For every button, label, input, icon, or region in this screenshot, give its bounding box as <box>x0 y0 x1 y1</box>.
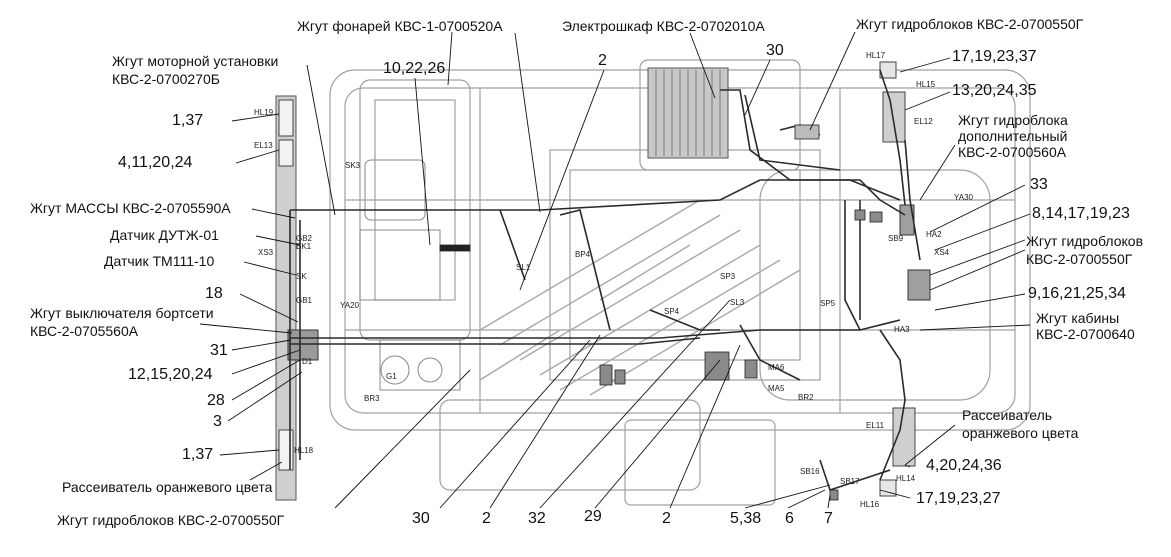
tag-sl1: SL1 <box>516 263 531 272</box>
tag-hl15: HL15 <box>916 80 936 89</box>
lamp-rail-left <box>275 95 319 501</box>
label-31: 31 <box>210 342 228 359</box>
tag-sb16: SB16 <box>800 467 820 476</box>
label-33: 33 <box>1030 176 1048 193</box>
tag-ha3: HA3 <box>894 325 910 334</box>
label-32: 32 <box>528 510 546 527</box>
label-zhgut-motornoy: Жгут моторной установки КВС-2-0700270Б <box>112 53 279 87</box>
tag-xs4: XS4 <box>934 248 950 257</box>
harness-wires <box>289 69 921 492</box>
tag-el11: EL11 <box>866 421 885 430</box>
label-29: 29 <box>584 508 602 525</box>
label-2-bottom-a: 2 <box>482 510 491 527</box>
tag-br3: BR3 <box>364 394 380 403</box>
tag-g1: G1 <box>386 372 397 381</box>
tag-ma5: MA5 <box>768 384 785 393</box>
label-30-bottom: 30 <box>412 510 430 527</box>
label-10-22-26: 10,22,26 <box>383 60 446 77</box>
label-1-37-top: 1,37 <box>172 112 204 129</box>
tag-ha2: HA2 <box>926 230 942 239</box>
lamps-right <box>879 61 931 497</box>
label-13-20-24-35: 13,20,24,35 <box>952 82 1037 99</box>
tag-d1: D1 <box>302 357 313 366</box>
label-zhgut-gidroblokov-right: Жгут гидроблоков КВС-2-0700550Г <box>1026 233 1144 267</box>
label-rasseivatel-left: Рассеиватель оранжевого цвета <box>62 479 273 495</box>
label-5-38: 5,38 <box>730 510 762 527</box>
tag-ma6: MA6 <box>768 363 785 372</box>
label-rasseivatel-right: Рассеиватель оранжевого цвета <box>962 407 1079 441</box>
tag-ya20: YA20 <box>340 301 359 310</box>
tag-bk1: BK1 <box>296 242 312 251</box>
tag-el12: EL12 <box>914 117 933 126</box>
label-30-top: 30 <box>766 42 784 59</box>
label-28: 28 <box>207 392 225 409</box>
label-zhgut-fonarey: Жгут фонарей КВС-1-0700520А <box>297 18 503 34</box>
components <box>439 124 883 501</box>
label-17-19-23-37: 17,19,23,37 <box>952 48 1037 65</box>
label-12-15-20-24: 12,15,20,24 <box>128 366 213 383</box>
tag-sp4: SP4 <box>664 307 680 316</box>
label-3: 3 <box>213 413 222 430</box>
tag-sp5: SP5 <box>820 299 836 308</box>
label-2-top: 2 <box>598 52 607 69</box>
label-17-19-23-27: 17,19,23,27 <box>916 490 1001 507</box>
tag-bp4: BP4 <box>575 250 591 259</box>
label-datchik-tm: Датчик ТМ111-10 <box>104 253 215 269</box>
tag-hl17: HL17 <box>866 51 886 60</box>
label-18: 18 <box>205 285 223 302</box>
label-zhgut-gidrobloka-dop: Жгут гидроблока дополнительный КВС-2-070… <box>958 112 1068 160</box>
label-7: 7 <box>824 510 833 527</box>
tag-sb9: SB9 <box>888 234 904 243</box>
label-zhgut-kabiny: Жгут кабины КВС-2-0700640 <box>1036 310 1135 342</box>
tag-el13: EL13 <box>254 141 273 150</box>
tag-xs3: XS3 <box>258 248 274 257</box>
label-4-11-20-24: 4,11,20,24 <box>118 154 193 171</box>
label-zhgut-gidroblokov-top: Жгут гидроблоков КВС-2-0700550Г <box>856 16 1084 32</box>
tag-gb1: GB1 <box>296 296 313 305</box>
label-2-bottom-b: 2 <box>662 510 671 527</box>
tag-hl19: HL19 <box>254 108 274 117</box>
tag-gb2: GB2 <box>296 234 313 243</box>
tag-sl3: SL3 <box>730 298 745 307</box>
tag-sb17: SB17 <box>840 477 860 486</box>
label-4-20-24-36: 4,20,24,36 <box>926 457 1002 474</box>
leader-lines <box>199 31 1031 509</box>
label-6: 6 <box>785 510 794 527</box>
tag-hl14: HL14 <box>896 474 916 483</box>
label-datchik-dutzh: Датчик ДУТЖ-01 <box>110 227 219 243</box>
tag-hl18: HL18 <box>294 446 314 455</box>
tag-sk3: SK3 <box>345 161 361 170</box>
label-zhgut-vyklyuchatelya: Жгут выключателя бортсети КВС-2-0705560А <box>30 305 214 339</box>
label-8-14-17-19-23: 8,14,17,19,23 <box>1032 205 1130 222</box>
tag-sk: SK <box>296 272 307 281</box>
tag-hl16: HL16 <box>860 500 880 509</box>
label-9-16-21-25-34: 9,16,21,25,34 <box>1028 285 1126 302</box>
label-zhgut-gidroblokov-bottom: Жгут гидроблоков КВС-2-0700550Г <box>57 512 285 528</box>
label-zhgut-massy: Жгут МАССЫ КВС-2-0705590А <box>30 200 231 216</box>
electrical-cabinet <box>647 67 729 159</box>
label-1-37-bottom: 1,37 <box>182 446 214 463</box>
tag-sp3: SP3 <box>720 272 736 281</box>
tag-ya30: YA30 <box>954 193 973 202</box>
tag-br2: BR2 <box>798 393 814 402</box>
label-elektroshkaf: Электрошкаф КВС-2-0702010А <box>562 18 765 34</box>
